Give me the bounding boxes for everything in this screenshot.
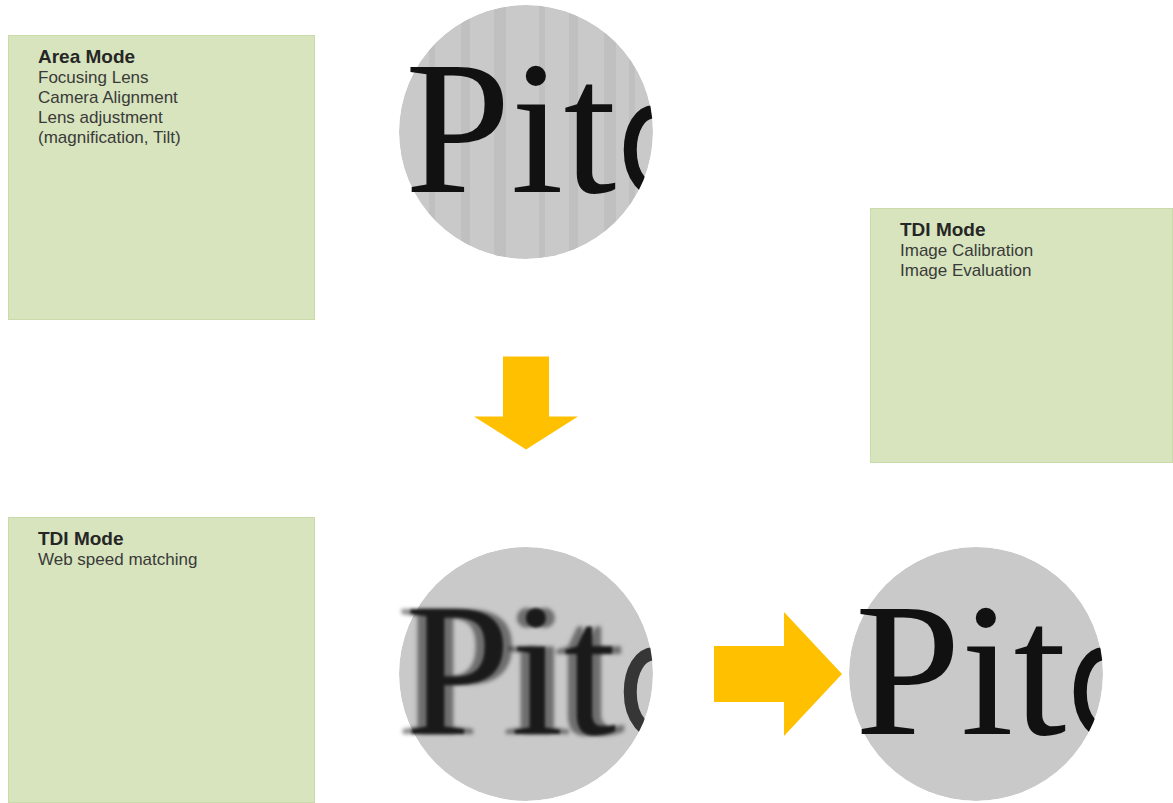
sample-text: Pit [855, 575, 1066, 765]
mode-item: Image Calibration [900, 241, 1100, 261]
sample-circle: Pit [399, 5, 653, 259]
mode-heading: TDI Mode [38, 527, 302, 550]
sample-circle: Pit [849, 547, 1103, 801]
process-arrow [474, 357, 578, 450]
sample-text: Pit [405, 33, 616, 223]
sample-ground [399, 5, 653, 259]
mode-heading: Area Mode [38, 45, 302, 68]
mode-heading: TDI Mode [900, 218, 1160, 241]
mode-item: Camera Alignment [38, 88, 238, 108]
sample-ground [849, 547, 1103, 801]
partial-letter [630, 112, 653, 193]
mode-box: TDI ModeWeb speed matching [8, 517, 315, 803]
partial-letter [1080, 654, 1103, 735]
process-arrow [714, 612, 842, 736]
partial-letter [630, 654, 653, 735]
sample-circle: Pit [399, 547, 653, 801]
sample-text: Pit [405, 575, 616, 765]
mode-item: Image Evaluation [900, 261, 1100, 281]
mode-item: Focusing Lens [38, 68, 238, 88]
mode-box: TDI ModeImage CalibrationImage Evaluatio… [870, 208, 1173, 463]
mode-item: Lens adjustment (magnification, Tilt) [38, 108, 238, 148]
sample-ground [399, 547, 653, 801]
mode-item: Web speed matching [38, 550, 238, 570]
mode-box: Area ModeFocusing LensCamera AlignmentLe… [8, 35, 315, 320]
